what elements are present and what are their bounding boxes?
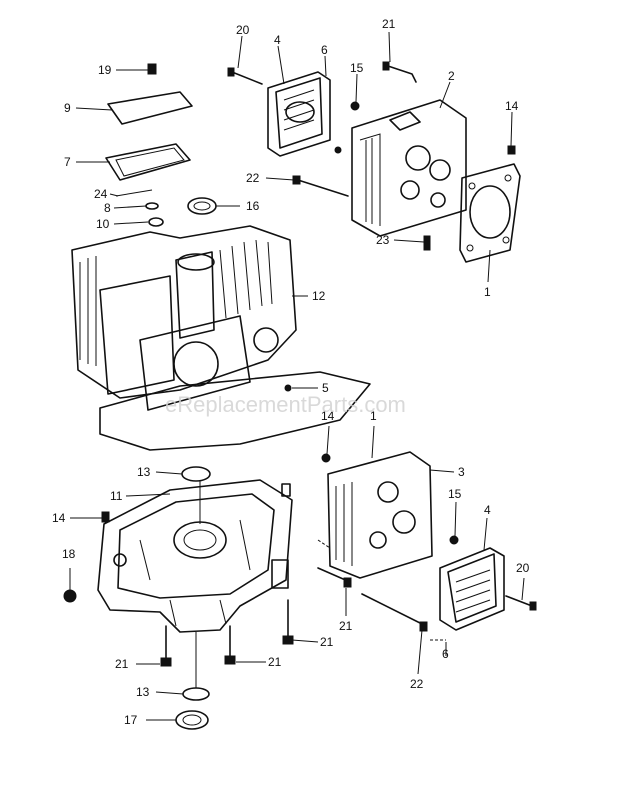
head-gasket-upper[interactable] bbox=[459, 163, 521, 263]
grommet-6-upper[interactable] bbox=[334, 146, 342, 154]
leader-lines bbox=[69, 31, 525, 721]
gasket-9[interactable] bbox=[107, 91, 193, 125]
callout-16: 16 bbox=[246, 199, 260, 213]
callout-6: 6 bbox=[442, 647, 449, 661]
callout-8: 8 bbox=[104, 201, 111, 215]
crankcase-gasket-5[interactable] bbox=[99, 371, 371, 451]
callout-22: 22 bbox=[246, 171, 260, 185]
callout-13: 13 bbox=[136, 685, 150, 699]
dowel-14-lower[interactable] bbox=[321, 453, 331, 463]
callout-3: 3 bbox=[458, 465, 465, 479]
callout-21: 21 bbox=[320, 635, 334, 649]
bolt-22-upper[interactable] bbox=[292, 175, 349, 197]
callout-1: 1 bbox=[370, 409, 377, 423]
callout-24: 24 bbox=[94, 187, 108, 201]
plug-pan[interactable] bbox=[281, 483, 291, 497]
cylinder-head-upper[interactable] bbox=[351, 99, 467, 237]
bolt-21-head-lower[interactable] bbox=[317, 567, 352, 588]
callout-6: 6 bbox=[321, 43, 328, 57]
callout-10: 10 bbox=[96, 217, 110, 231]
drain-plug-18[interactable] bbox=[63, 589, 77, 603]
clip-8[interactable] bbox=[145, 202, 159, 210]
callout-20: 20 bbox=[516, 561, 530, 575]
callout-15: 15 bbox=[350, 61, 364, 75]
nut-15-lower[interactable] bbox=[449, 535, 459, 545]
callout-14: 14 bbox=[321, 409, 335, 423]
crankcase-12[interactable] bbox=[71, 225, 297, 411]
dowel-14-pan[interactable] bbox=[101, 511, 110, 523]
valve-cover-lower[interactable] bbox=[439, 547, 505, 631]
oil-seal-17[interactable] bbox=[175, 710, 209, 730]
oring-13-lower[interactable] bbox=[182, 687, 210, 701]
bolt-22-lower[interactable] bbox=[361, 593, 428, 632]
oil-pan-11[interactable] bbox=[97, 479, 293, 633]
gasket-7[interactable] bbox=[105, 143, 191, 181]
callout-2: 2 bbox=[448, 69, 455, 83]
callout-22: 22 bbox=[410, 677, 424, 691]
callout-12: 12 bbox=[312, 289, 326, 303]
watermark: eReplacementParts.com bbox=[165, 392, 406, 417]
callout-20: 20 bbox=[236, 23, 250, 37]
cylinder-head-lower[interactable] bbox=[327, 451, 433, 579]
callout-21: 21 bbox=[115, 657, 129, 671]
seal-10[interactable] bbox=[148, 217, 164, 227]
callout-4: 4 bbox=[274, 33, 281, 47]
bolt-20-upper[interactable] bbox=[227, 67, 263, 85]
bolt-21-upper[interactable] bbox=[382, 61, 417, 83]
callout-19: 19 bbox=[98, 63, 112, 77]
callout-14: 14 bbox=[52, 511, 66, 525]
callout-7: 7 bbox=[64, 155, 71, 169]
callout-21: 21 bbox=[339, 619, 353, 633]
bolt-21-pan-b[interactable] bbox=[224, 625, 236, 665]
dowel-23[interactable] bbox=[423, 235, 431, 251]
callout-11: 11 bbox=[110, 489, 123, 503]
callout-14: 14 bbox=[505, 99, 519, 113]
callout-4: 4 bbox=[484, 503, 491, 517]
callout-1: 1 bbox=[484, 285, 491, 299]
oring-13-upper[interactable] bbox=[181, 466, 211, 482]
fitting-19[interactable] bbox=[147, 63, 157, 75]
callout-21: 21 bbox=[268, 655, 282, 669]
nut-15-upper[interactable] bbox=[350, 101, 360, 111]
callout-13: 13 bbox=[137, 465, 151, 479]
part-24[interactable] bbox=[115, 189, 153, 197]
dowel-14-upper[interactable] bbox=[507, 145, 516, 155]
callout-15: 15 bbox=[448, 487, 462, 501]
callout-17: 17 bbox=[124, 713, 138, 727]
bolt-21-pan-a[interactable] bbox=[160, 625, 172, 667]
callout-18: 18 bbox=[62, 547, 76, 561]
callout-5: 5 bbox=[322, 381, 329, 395]
oil-seal-16[interactable] bbox=[187, 197, 217, 215]
bolt-21-pan-c[interactable] bbox=[282, 599, 294, 645]
callout-21: 21 bbox=[382, 17, 396, 31]
callouts: 20 4 6 21 15 2 14 19 9 7 22 24 8 16 10 2… bbox=[52, 17, 530, 727]
valve-cover-upper[interactable] bbox=[267, 71, 331, 157]
bolt-20-lower[interactable] bbox=[505, 595, 537, 611]
callout-23: 23 bbox=[376, 233, 390, 247]
callout-9: 9 bbox=[64, 101, 71, 115]
